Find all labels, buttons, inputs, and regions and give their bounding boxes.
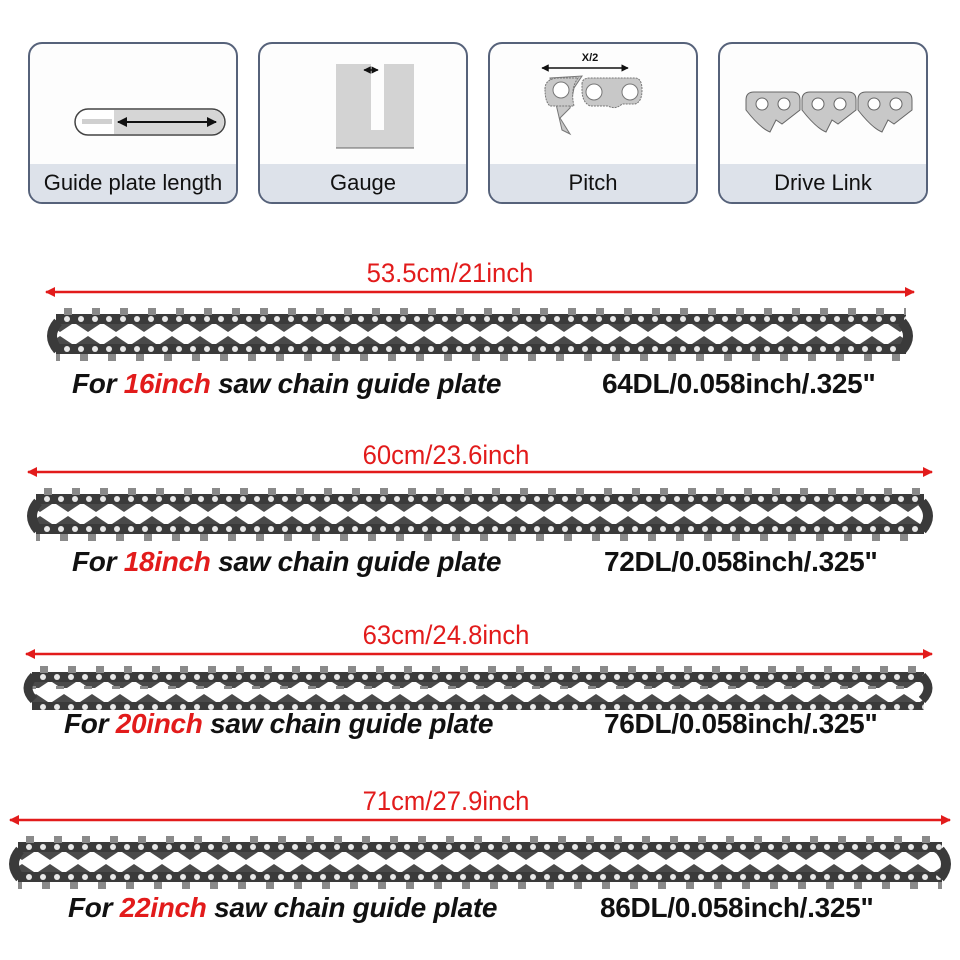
- length-arrow: [27, 467, 933, 477]
- saw-chain-image: [9, 836, 951, 892]
- guide-size: 22inch: [119, 892, 207, 923]
- pitch-icon: X/2: [490, 44, 696, 166]
- saw-chain-image: [27, 488, 933, 544]
- chain-length-label: 53.5cm/21inch: [366, 258, 534, 288]
- guide-plate-length-icon: [30, 44, 236, 166]
- spec-card-drive-link: Drive Link: [718, 42, 928, 204]
- card-label: Pitch: [490, 164, 696, 202]
- chain-spec: 76DL/0.058inch/.325": [604, 708, 878, 739]
- saw-chain-image: [23, 664, 933, 710]
- spec-card-gauge: Gauge: [258, 42, 468, 204]
- chain-spec: 72DL/0.058inch/.325": [604, 546, 878, 577]
- card-label: Guide plate length: [30, 164, 236, 202]
- chain-caption: For 20inch saw chain guide plate: [64, 708, 494, 739]
- chain-length-label: 63cm/24.8inch: [362, 620, 530, 650]
- saw-chain-image: [47, 308, 913, 364]
- chain-length-label: 71cm/27.9inch: [362, 786, 530, 816]
- chain-spec: 64DL/0.058inch/.325": [602, 368, 876, 399]
- guide-size: 20inch: [115, 708, 203, 739]
- guide-size: 18inch: [123, 546, 211, 577]
- chain-spec: 86DL/0.058inch/.325": [600, 892, 874, 923]
- chain-caption: For 18inch saw chain guide plate: [72, 546, 502, 577]
- spec-card-guide-plate-length: Guide plate length: [28, 42, 238, 204]
- length-arrow: [45, 287, 915, 297]
- chain-caption: For 16inch saw chain guide plate: [72, 368, 502, 399]
- card-label: Drive Link: [720, 164, 926, 202]
- card-label: Gauge: [260, 164, 466, 202]
- length-arrow: [9, 815, 951, 825]
- length-arrow: [25, 649, 933, 659]
- gauge-icon: [260, 44, 466, 166]
- chain-caption: For 22inch saw chain guide plate: [68, 892, 498, 923]
- svg-text:X/2: X/2: [582, 52, 599, 64]
- guide-size: 16inch: [123, 368, 211, 399]
- spec-card-pitch: X/2 Pitch: [488, 42, 698, 204]
- chain-length-label: 60cm/23.6inch: [362, 440, 530, 470]
- drive-link-icon: [720, 44, 926, 166]
